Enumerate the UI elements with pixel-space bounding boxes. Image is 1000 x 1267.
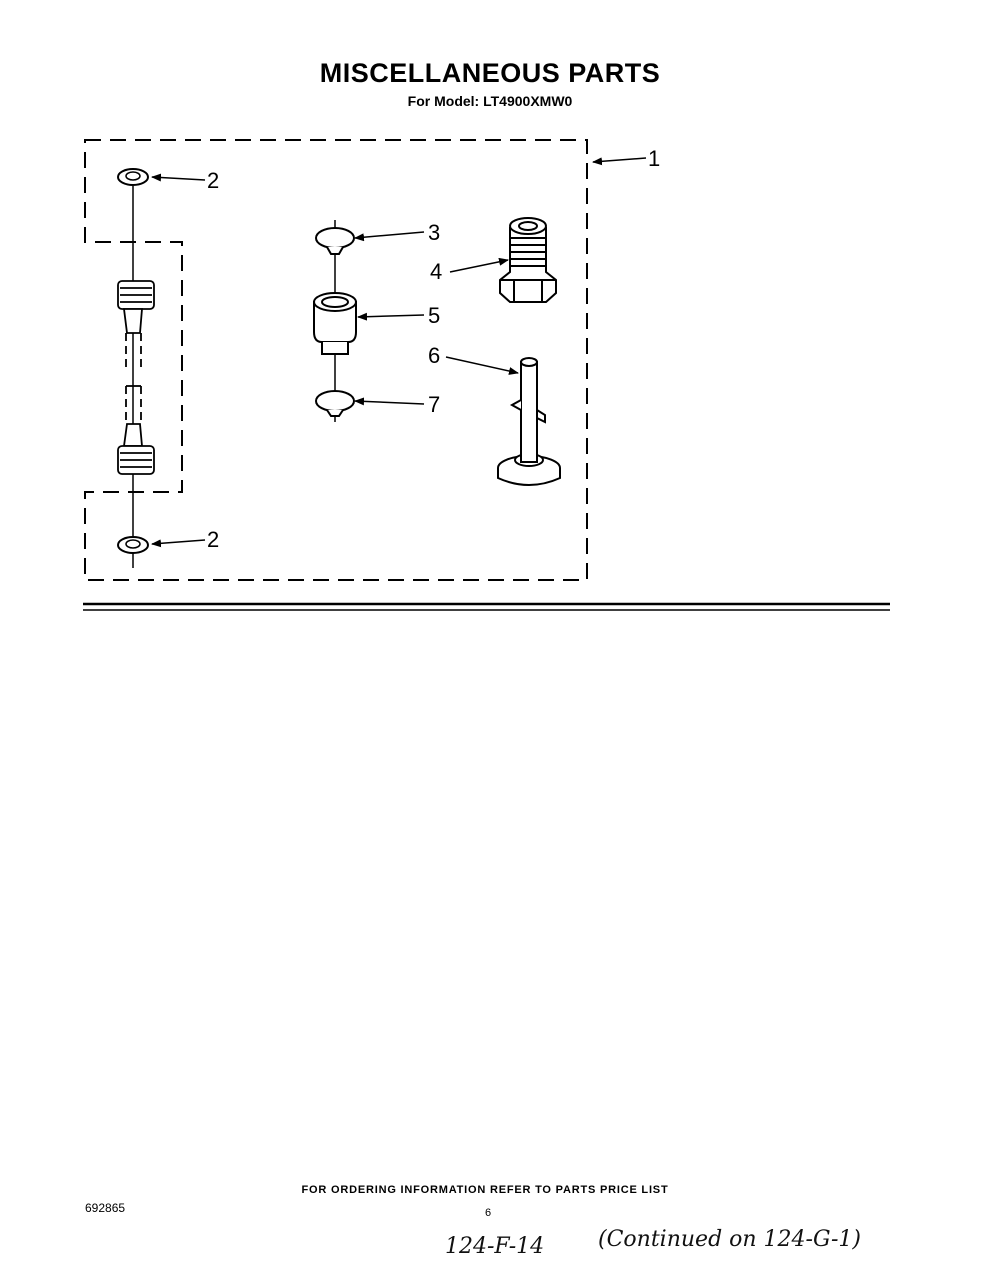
parts-diagram: 1 2 2 3 4 5 6 7 [83, 139, 890, 611]
callout-2-bottom: 2 [207, 527, 219, 552]
callout-3: 3 [428, 220, 440, 245]
callout-7: 7 [428, 392, 440, 417]
page-title: MISCELLANEOUS PARTS [319, 58, 661, 88]
washer-bottom [117, 536, 149, 554]
callout-4: 4 [430, 259, 442, 284]
clamp-bottom [315, 390, 355, 417]
handwritten-reference: 124-F-14 [445, 1234, 545, 1259]
leader-lines [151, 157, 647, 548]
threaded-plug [499, 217, 557, 303]
model-subtitle: For Model: LT4900XMW0 [407, 93, 573, 109]
callout-2-top: 2 [207, 168, 219, 193]
kit-boundary [84, 139, 588, 581]
callout-6: 6 [428, 343, 440, 368]
callout-5: 5 [428, 303, 440, 328]
document-number: 692865 [85, 1201, 126, 1215]
washer-top [117, 168, 149, 186]
handwritten-continued-note: (Continued on 124-G-1) [598, 1227, 861, 1252]
ordering-note: FOR ORDERING INFORMATION REFER TO PARTS … [301, 1184, 669, 1196]
page-number: 6 [485, 1207, 492, 1219]
coupling [313, 292, 357, 355]
clamp-top [315, 227, 355, 255]
drive-post [497, 357, 561, 486]
callout-1: 1 [648, 146, 660, 171]
hose-assembly [117, 280, 155, 475]
